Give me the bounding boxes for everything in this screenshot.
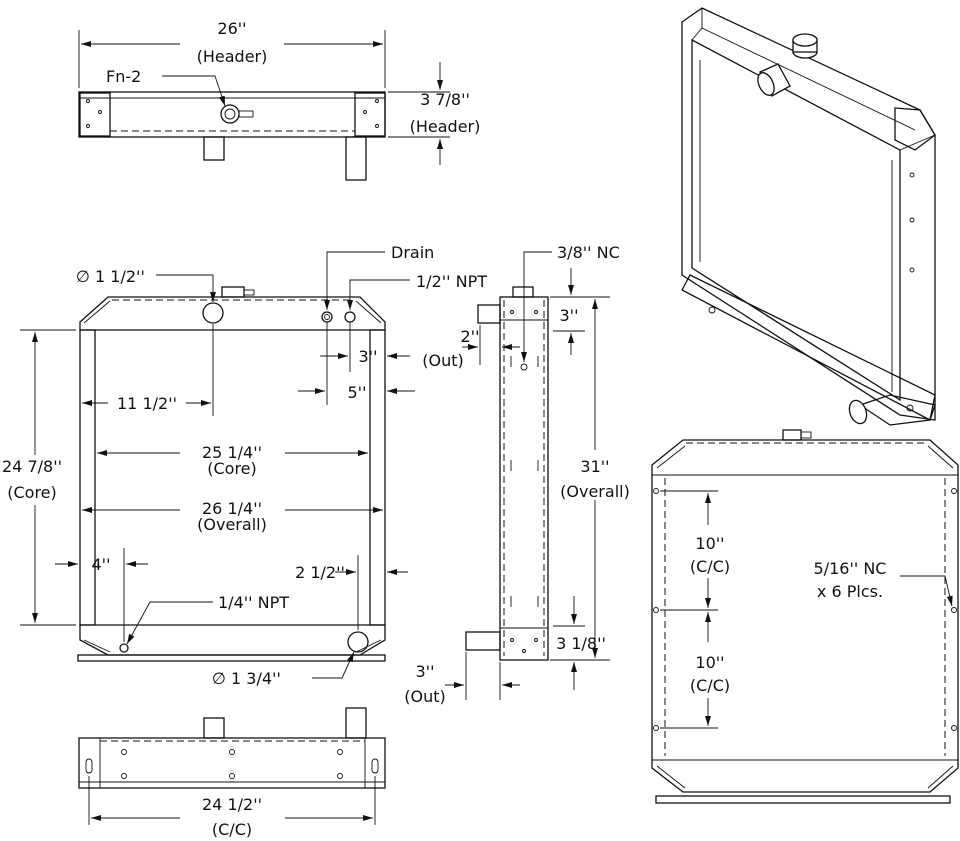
fitting-label: Fn-2 — [106, 67, 141, 86]
top-view: 26'' (Header) Fn-2 3 7/8'' (Header) — [78, 19, 481, 181]
cc1-dim: 10'' — [695, 534, 724, 553]
core-height-label: (Core) — [7, 483, 57, 502]
header-height-dim: 3 7/8'' — [420, 90, 470, 109]
dim-2-5-label: 2 1/2'' — [295, 563, 345, 582]
holes-count-label: x 6 Plcs. — [817, 582, 883, 601]
drain-label: Drain — [391, 243, 434, 262]
npt-half-label: 1/2'' NPT — [416, 272, 487, 291]
out-bottom-dim: 3'' — [416, 662, 435, 681]
dim-5-label: 5'' — [348, 383, 367, 402]
overall-height-dim: 31'' — [580, 457, 609, 476]
core-width-label: (Core) — [207, 459, 257, 478]
bottom-view: 24 1/2'' (C/C) — [78, 707, 386, 839]
header-height-label: (Header) — [410, 117, 481, 136]
dim-4-label: 4'' — [92, 555, 111, 574]
holes-label: 5/16'' NC — [814, 559, 887, 578]
inlet-dia-label: ∅ 1 1/2'' — [76, 267, 145, 286]
header-width-dim: 26'' — [217, 19, 246, 38]
isometric-view — [681, 7, 936, 426]
side-view: 3/8'' NC 3'' 2'' (Out) 31'' (Overall) 3 … — [404, 243, 630, 706]
core-height-dim: 24 7/8'' — [2, 457, 62, 476]
thread-label: 3/8'' NC — [557, 243, 620, 262]
bottom-width-dim: 24 1/2'' — [202, 795, 262, 814]
cc1-label: (C/C) — [690, 557, 730, 576]
overall-width-label: (Overall) — [197, 515, 267, 534]
npt-quarter-label: 1/4'' NPT — [218, 593, 289, 612]
overall-width-dim: 26 1/4'' — [202, 499, 262, 518]
bottom-width-label: (C/C) — [212, 820, 252, 839]
rear-view: 10'' (C/C) 10'' (C/C) 5/16'' NC x 6 Plcs… — [651, 429, 959, 804]
dim-11-5-label: 11 1/2'' — [117, 394, 177, 413]
front-view: ∅ 1 1/2'' Drain 1/2'' NPT 3'' 5'' 11 1/2… — [2, 243, 487, 688]
dim-3-label: 3'' — [359, 347, 378, 366]
out-top-label: (Out) — [422, 351, 464, 370]
header-width-label: (Header) — [197, 47, 268, 66]
cc2-label: (C/C) — [690, 676, 730, 695]
cc2-dim: 10'' — [695, 653, 724, 672]
core-width-dim: 25 1/4'' — [202, 443, 262, 462]
overall-height-label: (Overall) — [560, 482, 630, 501]
outlet-dia-label: ∅ 1 3/4'' — [212, 669, 281, 688]
out-bottom-label: (Out) — [404, 687, 446, 706]
side-dim-3-1-8-label: 3 1/8'' — [556, 634, 606, 653]
out-top-dim: 2'' — [461, 327, 480, 346]
side-dim-3-label: 3'' — [560, 306, 579, 325]
